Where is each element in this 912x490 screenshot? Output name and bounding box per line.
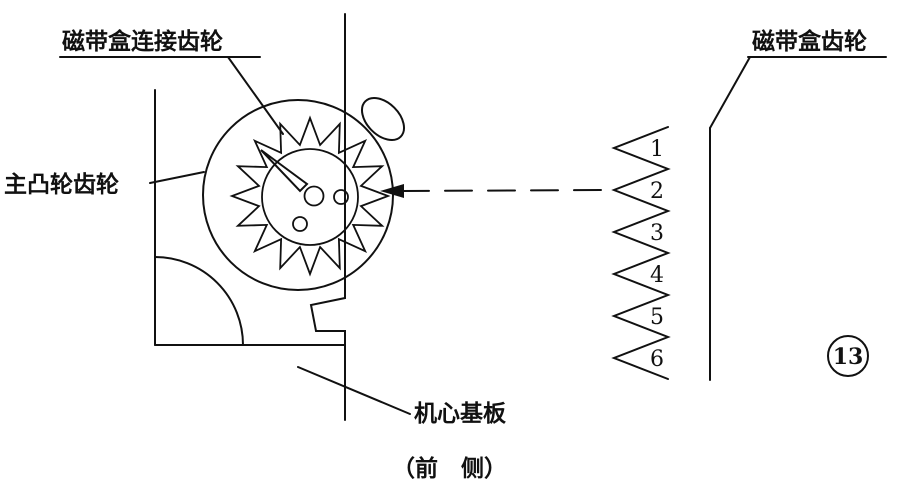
base-plate-notch-edge: [309, 276, 346, 421]
connecting-gear-leader-line: [227, 56, 284, 135]
main-cam-gear-body: [202, 99, 394, 291]
main-cam-gear-label: 主凸轮齿轮: [4, 171, 119, 197]
base-plate-leader-line: [297, 366, 411, 415]
base-plate-label: 机心基板: [414, 400, 507, 426]
gear-hub-circle: [261, 148, 359, 246]
connecting-gear-teeth: [229, 115, 391, 277]
dashed-alignment-line: [401, 189, 614, 192]
main-cam-gear-leader-line: [149, 171, 205, 184]
tooth-number-2: 2: [650, 179, 664, 204]
tooth-number-5: 5: [650, 305, 664, 330]
connecting-gear-label: 磁带盒连接齿轮: [62, 28, 223, 54]
gear-housing-tab: [361, 97, 405, 141]
cassette-gear-tooth-profile: [611, 126, 671, 380]
arrow-head-left-icon: [380, 184, 404, 198]
tooth-number-3: 3: [650, 221, 664, 246]
cassette-gear-leader-line: [709, 56, 751, 129]
tooth-number-6: 6: [650, 347, 664, 372]
gear-center-hole: [303, 185, 325, 207]
figure-number-text: 13: [833, 344, 864, 370]
tooth-number-1: 1: [650, 137, 664, 162]
gear-lower-hole: [292, 216, 308, 232]
gear-pointer-lever: [260, 149, 309, 193]
cassette-gear-label: 磁带盒齿轮: [752, 28, 867, 54]
base-plate-corner-arc: [154, 256, 244, 346]
gear-right-hole: [333, 189, 349, 205]
front-side-label: （前 侧）: [392, 455, 507, 481]
figure-number-circle: [827, 335, 869, 377]
tooth-number-4: 4: [650, 263, 664, 288]
